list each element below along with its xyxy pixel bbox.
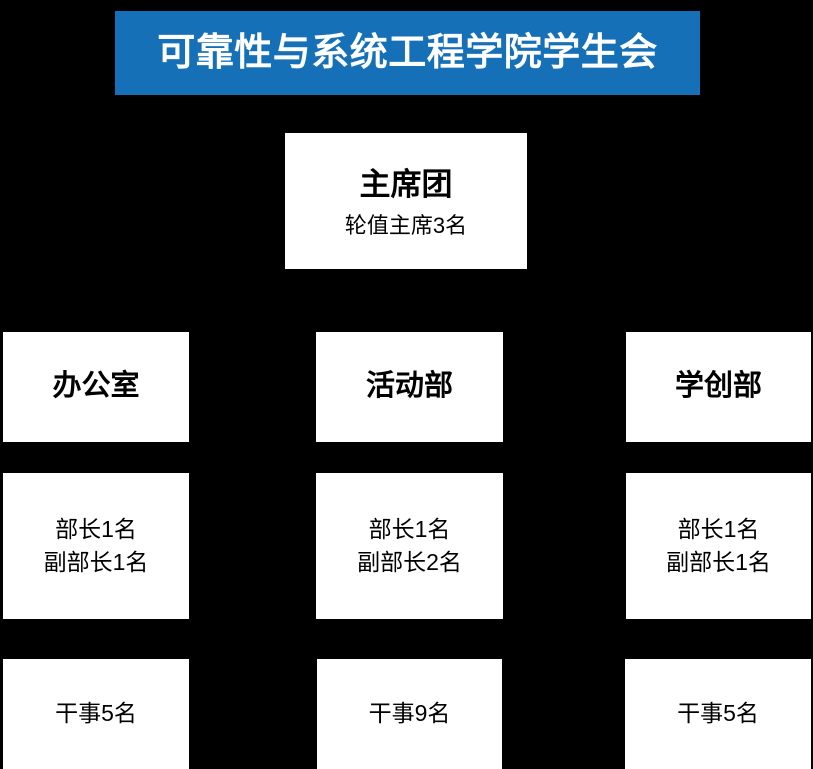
node-leadership-2-deputy: 副部长1名	[666, 549, 771, 575]
node-staff-2: 干事5名	[625, 659, 811, 769]
node-chairman-subtitle: 轮值主席3名	[344, 212, 468, 238]
node-department-2: 学创部	[626, 332, 811, 442]
node-leadership-2-head: 部长1名	[677, 515, 760, 542]
org-chart-title-banner: 可靠性与系统工程学院学生会	[115, 11, 700, 95]
node-staff-1: 干事9名	[317, 659, 502, 769]
node-chairman-title: 主席团	[359, 166, 453, 202]
node-department-1-title: 活动部	[365, 370, 453, 403]
node-chairman: 主席团 轮值主席3名	[285, 133, 527, 269]
node-department-1: 活动部	[316, 332, 503, 442]
node-leadership-0-head: 部长1名	[55, 515, 137, 542]
node-staff-2-count: 干事5名	[677, 700, 759, 727]
node-staff-0-count: 干事5名	[55, 700, 137, 727]
node-leadership-1-deputy: 副部长2名	[357, 549, 462, 575]
node-staff-1-count: 干事9名	[368, 700, 451, 727]
node-leadership-0-deputy: 副部长1名	[43, 549, 149, 575]
node-staff-0: 干事5名	[3, 659, 189, 769]
node-leadership-1: 部长1名 副部长2名	[316, 473, 503, 619]
node-leadership-2: 部长1名 副部长1名	[626, 473, 811, 619]
node-leadership-0: 部长1名 副部长1名	[3, 473, 189, 619]
org-chart-title: 可靠性与系统工程学院学生会	[157, 32, 658, 74]
node-department-2-title: 学创部	[674, 370, 762, 403]
node-department-0-title: 办公室	[52, 370, 140, 403]
node-leadership-1-head: 部长1名	[368, 515, 451, 542]
node-department-0: 办公室	[3, 332, 189, 442]
